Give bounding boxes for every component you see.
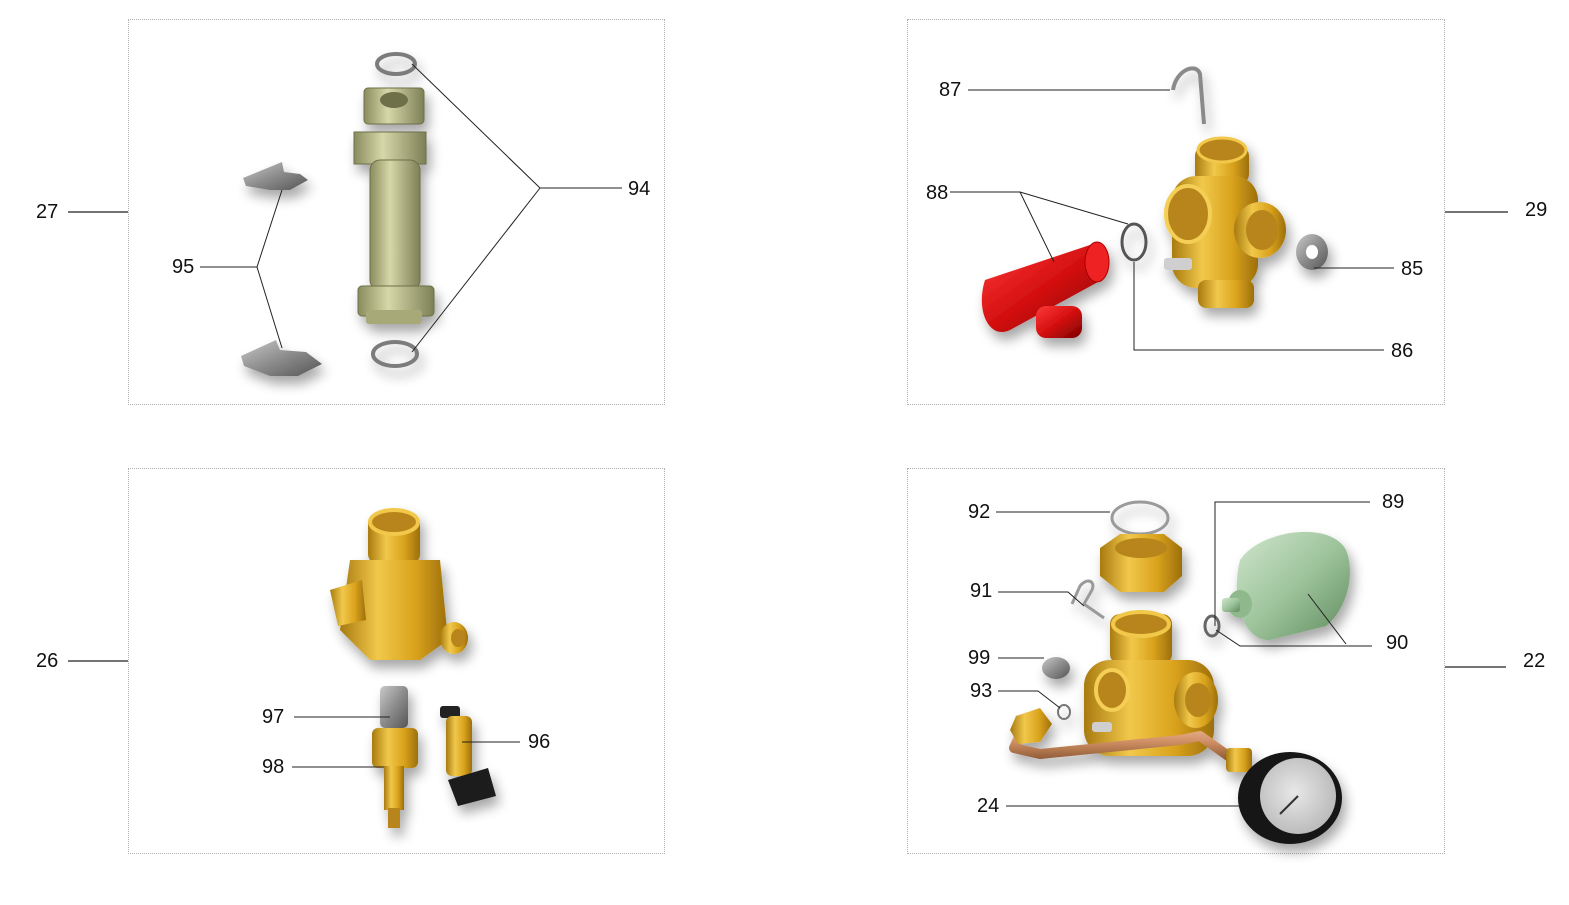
panel-29-frame	[907, 19, 1445, 405]
panel-22-parts	[1009, 500, 1350, 844]
expansion-vessel	[1222, 531, 1350, 641]
pressure-gauge	[1238, 752, 1342, 844]
callout-91: 91	[970, 580, 993, 602]
hex-nut	[1100, 534, 1182, 592]
callout-89: 89	[1382, 491, 1405, 513]
panel-27-parts	[241, 52, 435, 376]
clip-92	[1110, 500, 1170, 536]
callout-97: 97	[262, 706, 285, 728]
brass-body-26	[330, 508, 468, 660]
callout-96: 96	[528, 731, 551, 753]
callout-92: 92	[968, 501, 991, 523]
cap-99	[1042, 657, 1070, 679]
callout-95: 95	[172, 256, 195, 278]
callout-93: 93	[970, 680, 993, 702]
panel-label-26: 26	[36, 650, 59, 672]
brass-hydraulic-block	[1084, 610, 1218, 756]
o-ring-bottom	[371, 340, 419, 368]
callout-98: 98	[262, 756, 285, 778]
panel-27-frame	[128, 19, 665, 405]
o-ring-86	[1120, 222, 1148, 262]
panel-29-leaders	[950, 89, 1394, 351]
callout-85: 85	[1401, 258, 1424, 280]
callout-88: 88	[926, 182, 949, 204]
clip-bottom	[241, 340, 322, 376]
copper-pipe	[1009, 708, 1252, 772]
callout-99: 99	[968, 647, 991, 669]
panel-label-29: 29	[1525, 199, 1548, 221]
brass-tee-29	[1164, 136, 1286, 308]
o-ring-89	[1203, 614, 1221, 638]
panel-26-frame	[128, 468, 665, 854]
washer-93	[1057, 704, 1071, 720]
panel-26-parts	[330, 508, 496, 828]
red-relief-valve	[981, 241, 1110, 338]
panel-22-leaders	[996, 501, 1372, 807]
panel-label-22: 22	[1523, 650, 1546, 672]
callout-87: 87	[939, 79, 962, 101]
clip-87	[1171, 66, 1206, 125]
callout-90: 90	[1386, 632, 1409, 654]
panel-27-leaders	[200, 63, 622, 353]
callout-86: 86	[1391, 340, 1414, 362]
filter-cartridge	[353, 87, 435, 324]
sensor-97-98	[372, 686, 418, 828]
o-ring-top	[375, 52, 417, 76]
panel-26-leaders	[292, 716, 520, 768]
clip-top	[243, 162, 308, 190]
panel-ref-lines	[68, 211, 1508, 668]
clip-91	[1070, 579, 1105, 620]
panel-22-frame	[907, 468, 1445, 854]
callout-94: 94	[628, 178, 651, 200]
callout-24: 24	[977, 795, 1000, 817]
sensor-96	[440, 706, 496, 806]
panel-29-parts	[981, 66, 1328, 338]
panel-label-27: 27	[36, 201, 59, 223]
